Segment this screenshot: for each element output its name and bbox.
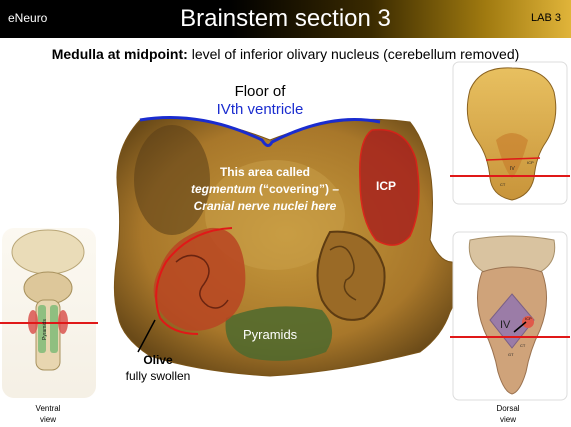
subtitle-rest: level of inferior olivary nucleus (cereb… <box>187 46 520 62</box>
floor-label-line1: Floor of <box>234 83 286 100</box>
ventral-pyramid-green-right <box>50 305 58 353</box>
dorsal-gt-label: GT <box>508 352 514 357</box>
ventral-pons <box>23 271 73 305</box>
subtitle-bold: Medulla at midpoint: <box>51 46 188 62</box>
tegmentum-line2: tegmentum (“covering”) – <box>185 181 345 198</box>
ventral-pyramid-green-left <box>38 305 46 353</box>
tegmentum-term: tegmentum <box>190 182 256 196</box>
top-right-icp-label: ICP <box>527 160 534 165</box>
dorsal-icp-label: ICP <box>525 316 532 321</box>
ventral-view-figure: Pyramids <box>0 228 98 398</box>
page-title: Brainstem section 3 <box>180 5 391 32</box>
dorsal-caption-line1: Dorsal <box>496 404 520 413</box>
top-right-iv-label: IV <box>510 166 515 172</box>
pyramids-region <box>225 306 333 361</box>
tegmentum-line1: This area called <box>219 165 311 179</box>
brand-label: eNeuro <box>8 11 48 25</box>
dorsal-pointer-arrow <box>513 321 527 333</box>
olive-label-bold: Olive <box>143 353 173 367</box>
ventral-view-caption: Ventral view <box>28 403 68 425</box>
lab-label: LAB 3 <box>531 12 561 24</box>
tegmentum-line3: Cranial nerve nuclei here <box>185 198 345 215</box>
icp-region <box>359 128 420 246</box>
top-right-section-line-upper <box>485 157 541 161</box>
top-right-ventricle <box>496 133 528 178</box>
ventricle-outline <box>139 116 381 147</box>
pyramids-label: Pyramids <box>243 327 298 342</box>
icp-label: ICP <box>376 179 397 193</box>
olive-label-desc: fully swollen <box>125 369 191 383</box>
dorsal-iv-label: IV <box>500 319 511 331</box>
olive-pointer <box>137 319 156 353</box>
subtitle: Medulla at midpoint: level of inferior o… <box>0 46 571 62</box>
ventral-pyramids-label: Pyramids <box>42 319 48 340</box>
tegmentum-line2-rest: (“covering”) – <box>255 182 340 196</box>
dorsal-ct-label: CT <box>520 343 526 348</box>
medulla-section <box>113 116 458 377</box>
dorsal-ventricle-diamond <box>489 293 535 349</box>
right-olive-folds <box>329 245 357 301</box>
top-right-ct-label: CT <box>500 182 506 187</box>
dorsal-caption-line2: view <box>499 415 516 424</box>
floor-label-line2: IVth ventricle <box>216 101 304 118</box>
tegmentum-label: This area called tegmentum (“covering”) … <box>185 164 345 215</box>
ventral-caption-line2: view <box>39 415 56 424</box>
left-olive-folds <box>175 254 229 309</box>
dorsal-view-figure: IV ICP CT GT <box>450 231 570 401</box>
tegmentum-line3-text: Cranial nerve nuclei here <box>193 199 337 213</box>
header-bar: eNeuro Brainstem section 3 LAB 3 <box>0 0 571 38</box>
olive-red-outline <box>155 227 233 335</box>
central-light-region <box>205 160 345 270</box>
ventral-cerebrum <box>11 229 85 275</box>
top-right-figure: IV ICP CT <box>450 61 570 205</box>
dorsal-icp-spot <box>522 316 534 328</box>
floor-of-ventricle-label: Floor of IVth ventricle <box>205 83 315 119</box>
olive-label: Olive fully swollen <box>108 352 208 384</box>
ventral-caption-line1: Ventral <box>35 404 61 413</box>
dorsal-view-caption: Dorsal view <box>488 403 528 425</box>
dorsal-dark-region <box>134 125 210 235</box>
